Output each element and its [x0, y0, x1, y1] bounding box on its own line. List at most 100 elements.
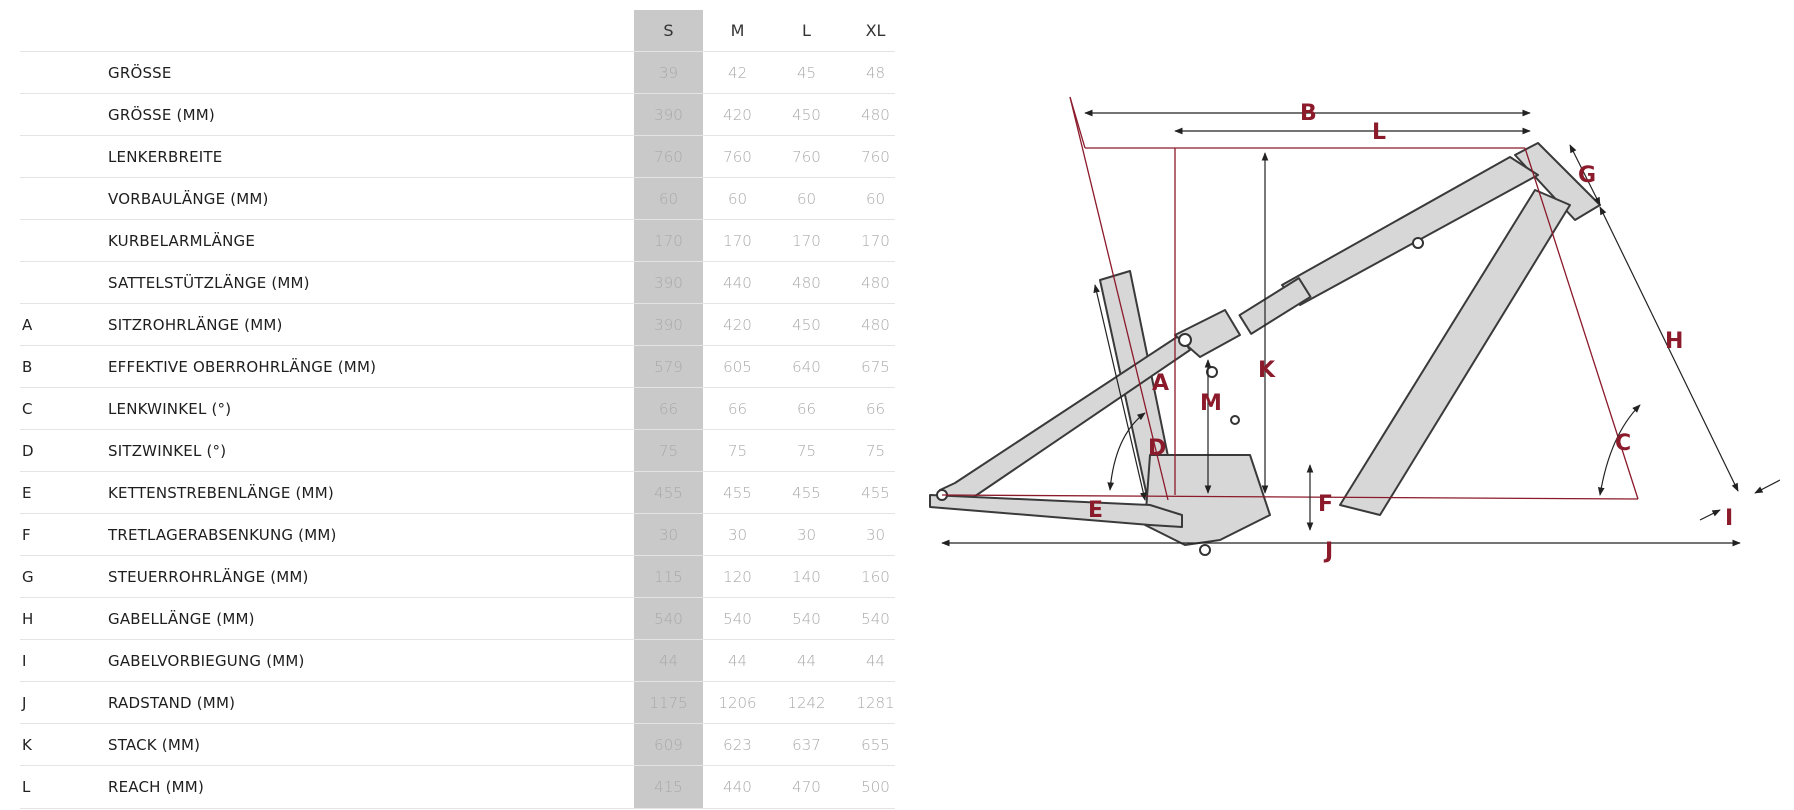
cell-value: 170 [792, 232, 821, 250]
row-label: VORBAULÄNGE (MM) [108, 190, 269, 208]
dim-label-d: D [1148, 436, 1166, 461]
cell-value: 455 [792, 484, 821, 502]
size-header-xl[interactable]: XL [865, 21, 886, 40]
dim-label-h: H [1665, 329, 1683, 354]
table-row: H GABELLÄNGE (MM) 540 540 540 540 [20, 597, 895, 640]
table-row: I GABELVORBIEGUNG (MM) 44 44 44 44 [20, 639, 895, 682]
table-row: G STEUERROHRLÄNGE (MM) 115 120 140 160 [20, 555, 895, 598]
cell-value: 60 [796, 190, 817, 208]
cell-value: 655 [861, 736, 890, 754]
cell-value: 500 [861, 778, 890, 796]
row-label: LENKWINKEL (°) [108, 400, 232, 418]
cell-value: 66 [796, 400, 817, 418]
row-label: RADSTAND (MM) [108, 694, 236, 712]
cell-value: 440 [723, 778, 752, 796]
row-label: SITZROHRLÄNGE (MM) [108, 316, 283, 334]
row-label: STACK (MM) [108, 736, 201, 754]
cell-value: 75 [658, 442, 679, 460]
row-label: EFFEKTIVE OBERROHRLÄNGE (MM) [108, 358, 377, 376]
cell-value: 66 [727, 400, 748, 418]
cell-value: 640 [792, 358, 821, 376]
row-label: STEUERROHRLÄNGE (MM) [108, 568, 309, 586]
cell-value: 480 [861, 316, 890, 334]
row-label: TRETLAGERABSENKUNG (MM) [108, 526, 337, 544]
cell-value: 48 [865, 64, 886, 82]
row-label: LENKERBREITE [108, 148, 223, 166]
bike-frame-drawing [929, 142, 1601, 546]
table-row: LENKERBREITE 760 760 760 760 [20, 135, 895, 178]
row-label: REACH (MM) [108, 778, 205, 796]
dimension-lines [941, 109, 1780, 547]
cell-value: 170 [861, 232, 890, 250]
row-letter: A [22, 316, 33, 334]
row-label: KETTENSTREBENLÄNGE (MM) [108, 484, 334, 502]
cell-value: 455 [861, 484, 890, 502]
cell-value: 66 [865, 400, 886, 418]
cell-value: 45 [796, 64, 817, 82]
cell-value: 390 [654, 316, 683, 334]
cell-value: 160 [861, 568, 890, 586]
row-letter: I [22, 652, 27, 670]
cell-value: 760 [792, 148, 821, 166]
dimension-labels: B L G H K M A D C E F I J [1088, 101, 1733, 564]
table-row: C LENKWINKEL (°) 66 66 66 66 [20, 387, 895, 430]
cell-value: 60 [658, 190, 679, 208]
cell-value: 540 [723, 610, 752, 628]
cell-value: 1206 [718, 694, 757, 712]
table-row: K STACK (MM) 609 623 637 655 [20, 723, 895, 766]
cell-value: 455 [723, 484, 752, 502]
cell-value: 480 [861, 274, 890, 292]
row-letter: L [22, 778, 31, 796]
row-letter: E [22, 484, 32, 502]
cell-value: 579 [654, 358, 683, 376]
cell-value: 540 [654, 610, 683, 628]
dim-label-i: I [1725, 506, 1733, 531]
cell-value: 44 [658, 652, 679, 670]
cell-value: 44 [796, 652, 817, 670]
row-label: SITZWINKEL (°) [108, 442, 227, 460]
bike-geometry-diagram: B L G H K M A D C E F I J [929, 96, 1780, 564]
cell-value: 480 [792, 274, 821, 292]
cell-value: 760 [654, 148, 683, 166]
cell-value: 415 [654, 778, 683, 796]
row-label: GRÖSSE [108, 64, 172, 82]
table-row: F TRETLAGERABSENKUNG (MM) 30 30 30 30 [20, 513, 895, 556]
cell-value: 30 [658, 526, 679, 544]
cell-value: 420 [723, 106, 752, 124]
cell-value: 75 [865, 442, 886, 460]
row-label: GRÖSSE (MM) [108, 106, 215, 124]
size-header-s[interactable]: S [663, 21, 674, 40]
dim-label-a: A [1152, 371, 1169, 396]
pivot-points [936, 237, 1424, 556]
size-header-row: S M L XL [20, 10, 895, 51]
cell-value: 1175 [649, 694, 688, 712]
cell-value: 39 [658, 64, 679, 82]
row-letter: K [22, 736, 32, 754]
table-row: L REACH (MM) 415 440 470 500 [20, 765, 895, 809]
dim-label-b: B [1300, 101, 1317, 126]
selected-size-column-highlight [634, 10, 703, 808]
size-header-m[interactable]: M [730, 21, 745, 40]
cell-value: 760 [861, 148, 890, 166]
cell-value: 66 [658, 400, 679, 418]
dim-label-e: E [1088, 498, 1103, 523]
row-letter: H [22, 610, 34, 628]
cell-value: 30 [865, 526, 886, 544]
table-row: KURBELARMLÄNGE 170 170 170 170 [20, 219, 895, 262]
table-row: B EFFEKTIVE OBERROHRLÄNGE (MM) 579 605 6… [20, 345, 895, 388]
dim-label-l: L [1372, 120, 1386, 145]
cell-value: 75 [796, 442, 817, 460]
size-header-l[interactable]: L [802, 21, 811, 40]
table-row: E KETTENSTREBENLÄNGE (MM) 455 455 455 45… [20, 471, 895, 514]
cell-value: 75 [727, 442, 748, 460]
row-letter: G [22, 568, 34, 586]
cell-value: 760 [723, 148, 752, 166]
cell-value: 470 [792, 778, 821, 796]
cell-value: 1281 [856, 694, 895, 712]
row-letter: D [22, 442, 34, 460]
cell-value: 540 [792, 610, 821, 628]
cell-value: 605 [723, 358, 752, 376]
table-row: GRÖSSE (MM) 390 420 450 480 [20, 93, 895, 136]
table-row: J RADSTAND (MM) 1175 1206 1242 1281 [20, 681, 895, 724]
table-row: GRÖSSE 39 42 45 48 [20, 51, 895, 94]
